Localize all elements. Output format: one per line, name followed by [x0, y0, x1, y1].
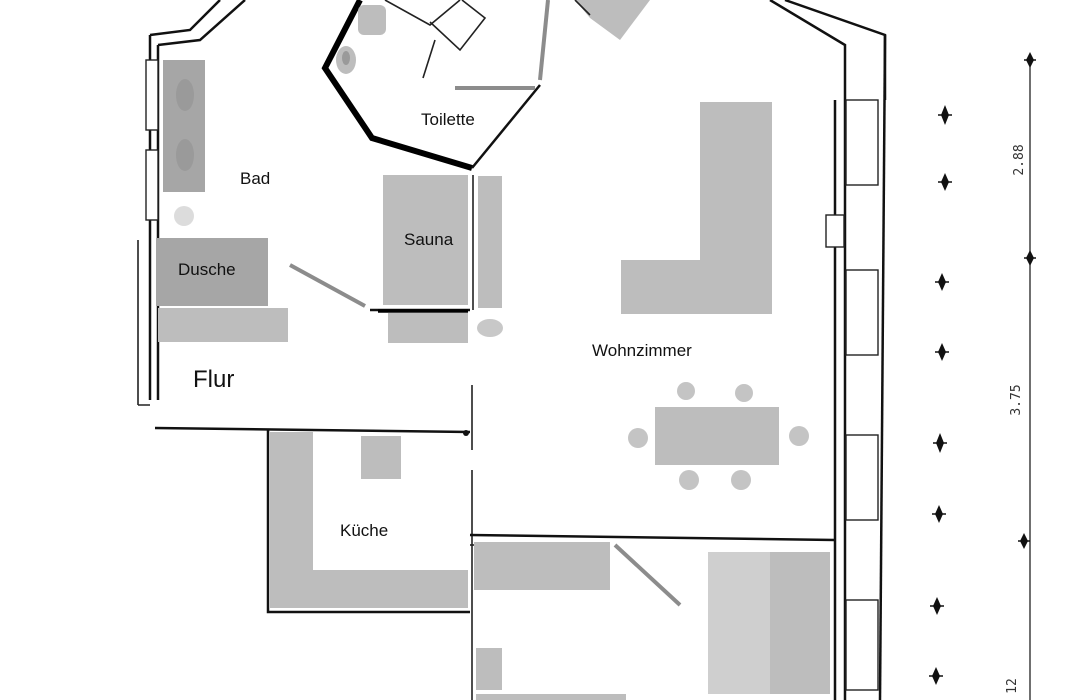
interior-walls — [154, 175, 836, 700]
kueche-furniture — [270, 432, 468, 608]
sauna-step — [388, 313, 468, 343]
sink-basin-1-icon — [176, 79, 194, 111]
corner-sofa — [621, 102, 772, 314]
sauna-cabin — [383, 175, 468, 305]
outer-walls — [137, 0, 887, 700]
bath-bench — [158, 308, 288, 342]
top-furniture — [574, 0, 650, 40]
chair-2-icon — [735, 384, 753, 402]
sauna-furniture — [383, 175, 503, 343]
chair-6-icon — [731, 470, 751, 490]
dim-label-top: 2.88 — [1012, 144, 1027, 175]
bad-door-icon — [289, 263, 366, 308]
room-label-flur: Flur — [193, 366, 234, 393]
dim-label-middle: 3.75 — [1009, 384, 1024, 415]
wohnzimmer-furniture — [621, 102, 809, 490]
bedroom-door-icon — [613, 543, 682, 607]
bidet-icon — [174, 206, 194, 226]
window-right-3 — [845, 434, 879, 521]
sauna-stone-icon — [477, 319, 503, 337]
room-label-sauna: Sauna — [404, 230, 454, 249]
kitchen-cabinet — [361, 436, 401, 479]
toilet-icon — [336, 5, 386, 74]
window-right-small — [825, 214, 845, 248]
window-right-1 — [845, 99, 879, 186]
window-left-2 — [145, 149, 159, 221]
room-labels: Bad Toilette Sauna Dusche Flur Wohnzimme… — [178, 110, 692, 540]
wardrobe — [474, 542, 610, 590]
kitchen-counter — [270, 432, 468, 608]
sink-basin-2-icon — [176, 139, 194, 171]
window-right-4 — [845, 599, 879, 691]
room-label-bad: Bad — [240, 169, 270, 188]
room-label-kueche: Küche — [340, 521, 388, 540]
bed-half — [770, 552, 830, 694]
dim-marks-column — [929, 105, 952, 685]
window-left-1 — [145, 59, 159, 131]
dim-label-bottom: 12 — [1005, 678, 1020, 694]
dim-tick-top — [1024, 52, 1036, 68]
window-right-2 — [845, 269, 879, 356]
sauna-bench — [478, 176, 502, 308]
shower-tray — [156, 238, 268, 306]
bedroom-furniture — [474, 542, 830, 700]
toilette-walls — [321, 0, 550, 171]
dimension-lines: 2.88 3.75 12 — [929, 52, 1036, 700]
chair-3-icon — [628, 428, 648, 448]
dining-table — [655, 407, 779, 465]
room-label-wohnzimmer: Wohnzimmer — [592, 341, 692, 360]
room-label-dusche: Dusche — [178, 260, 236, 279]
room-label-toilette: Toilette — [421, 110, 475, 129]
chair-5-icon — [679, 470, 699, 490]
chair-1-icon — [677, 382, 695, 400]
nightstand — [476, 648, 502, 690]
bad-furniture — [156, 60, 366, 342]
chair-4-icon — [789, 426, 809, 446]
